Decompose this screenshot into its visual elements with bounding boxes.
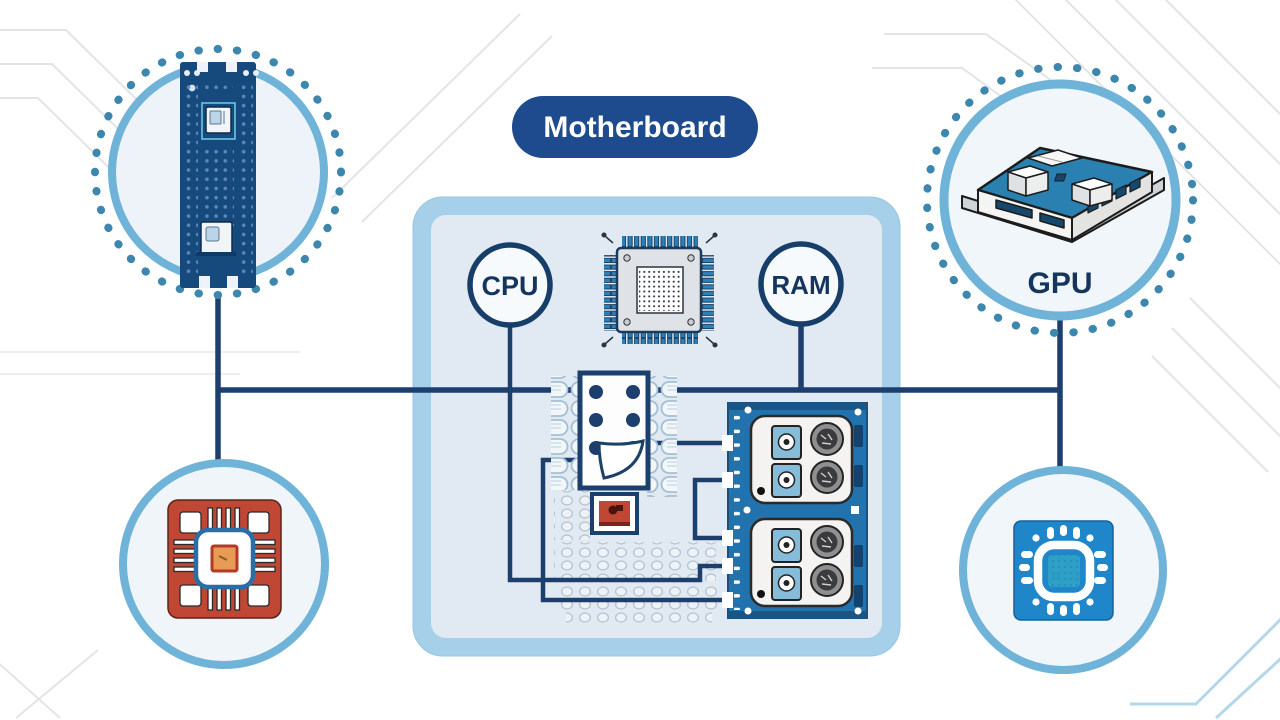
ram-label: RAM (771, 270, 830, 300)
gpu-label: GPU (1027, 267, 1092, 300)
cpu-route (507, 325, 729, 583)
right-pin-capsules (647, 376, 677, 497)
solder-dot-grid (554, 490, 720, 625)
soc-pins (1019, 525, 1108, 616)
page-flag-shape (597, 439, 645, 480)
soc-chip-icon (1013, 520, 1114, 621)
ram-chip-2 (196, 221, 236, 256)
gpu-node: GPU (923, 63, 1197, 337)
gpu-card-icon (961, 146, 1165, 243)
dotted-ring (91, 45, 345, 299)
dotted-ring (923, 63, 1197, 337)
ram-stick-node (91, 45, 345, 299)
page-title: Motherboard (543, 111, 726, 144)
io-pin-marks (734, 410, 744, 610)
chipset-connector (551, 370, 677, 497)
left-pin-capsules (551, 376, 581, 490)
io-panel (722, 402, 868, 619)
io-module-upper (749, 414, 854, 505)
ram-stick-icon (180, 62, 259, 288)
cpu-label: CPU (481, 271, 538, 301)
io-module-lower (749, 517, 854, 608)
qfp-chip (601, 232, 718, 348)
io-edge-tabs (722, 435, 733, 608)
red-component (590, 492, 639, 535)
cpu-node: CPU (467, 242, 553, 328)
title-badge: Motherboard (512, 96, 758, 158)
gpu-cube-1 (1007, 165, 1049, 197)
ram-chip-1 (201, 102, 236, 140)
ram-node: RAM (758, 241, 844, 327)
stub-route-2 (692, 477, 729, 541)
cpu-chip-node (119, 459, 329, 669)
gpu-cube-2 (1071, 177, 1113, 207)
cpu-chip-icon (167, 499, 282, 619)
soc-chip-node (959, 466, 1167, 674)
